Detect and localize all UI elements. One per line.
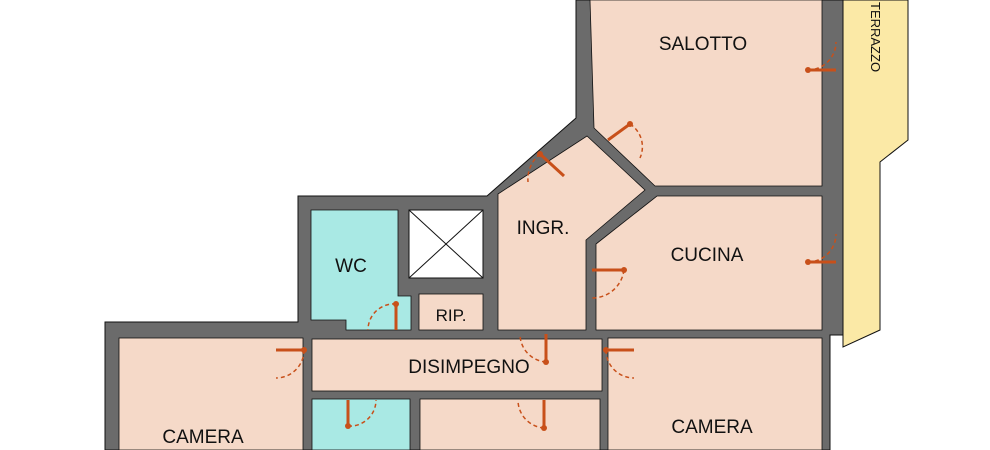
door-wc [367,301,399,331]
label-ripostiglio: RIP. [436,306,467,325]
door-camera-left [275,347,307,379]
label-cucina: CUCINA [671,245,744,266]
label-wc: WC [335,256,367,277]
door-bath-lower [345,399,377,429]
label-camera-left: CAMERA [162,427,244,448]
label-salotto: SALOTTO [659,34,747,55]
label-camera-right: CAMERA [671,417,753,438]
door-ingresso-disimpegno [519,333,549,365]
door-ingresso-landing [527,151,566,183]
lift-cross-2 [408,209,484,279]
door-salotto-terrazzo [805,41,837,73]
room-ingresso [497,135,646,331]
label-terrazzo: TERRAZZO [868,2,883,72]
door-lower-middle [517,399,547,431]
room-camera-right [607,337,823,450]
door-cucina-terrazzo [805,233,837,265]
room-salotto [589,0,823,187]
room-wc [310,209,412,331]
doors [275,41,837,431]
room-lower-middle [419,398,601,450]
door-ingresso-salotto [607,121,644,159]
door-ingresso-cucina [591,267,627,299]
room-disimpegno [311,338,603,392]
label-ingresso: INGR. [517,218,570,239]
room-bath-lower [311,398,411,450]
room-ripostiglio [418,293,484,331]
room-camera-left [118,337,304,450]
room-labels: SALOTTO TERRAZZO INGR. CUCINA WC RIP. DI… [162,2,883,448]
door-camera-right [603,347,635,379]
label-disimpegno: DISIMPEGNO [408,357,529,378]
terrace [842,0,909,348]
rooms [118,0,823,450]
room-cucina [595,195,823,331]
